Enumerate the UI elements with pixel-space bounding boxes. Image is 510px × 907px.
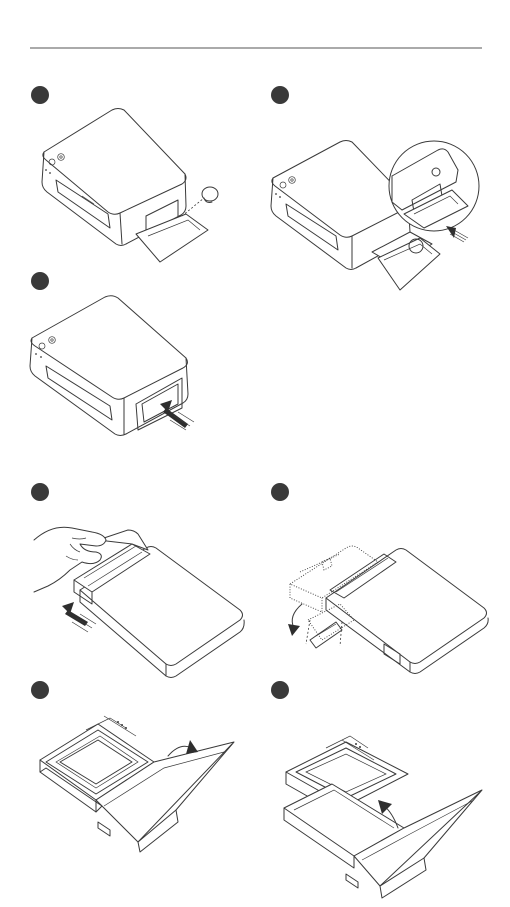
step-marker xyxy=(31,483,49,501)
step-4 xyxy=(31,483,244,678)
cartridge-illustration xyxy=(34,527,244,677)
printer-illustration xyxy=(30,296,194,436)
printer-illustration xyxy=(271,141,479,291)
printer-illustration xyxy=(42,109,218,263)
slide-arrow-icon xyxy=(62,602,96,632)
step-marker xyxy=(271,681,289,699)
tray-illustration xyxy=(40,716,234,852)
step-2 xyxy=(271,86,479,290)
step-5 xyxy=(271,483,488,674)
insert-arrow-icon xyxy=(446,226,468,242)
step-marker xyxy=(271,483,289,501)
step-marker xyxy=(31,86,49,104)
step-marker xyxy=(31,681,49,699)
step-6 xyxy=(31,681,234,852)
cartridge-illustration xyxy=(288,546,488,674)
rotate-arrow-icon xyxy=(288,604,302,636)
tray-illustration xyxy=(284,736,482,898)
step-marker xyxy=(271,86,289,104)
step-1 xyxy=(31,86,218,262)
step-7 xyxy=(271,681,482,898)
step-marker xyxy=(31,272,49,290)
step-3 xyxy=(30,272,194,436)
